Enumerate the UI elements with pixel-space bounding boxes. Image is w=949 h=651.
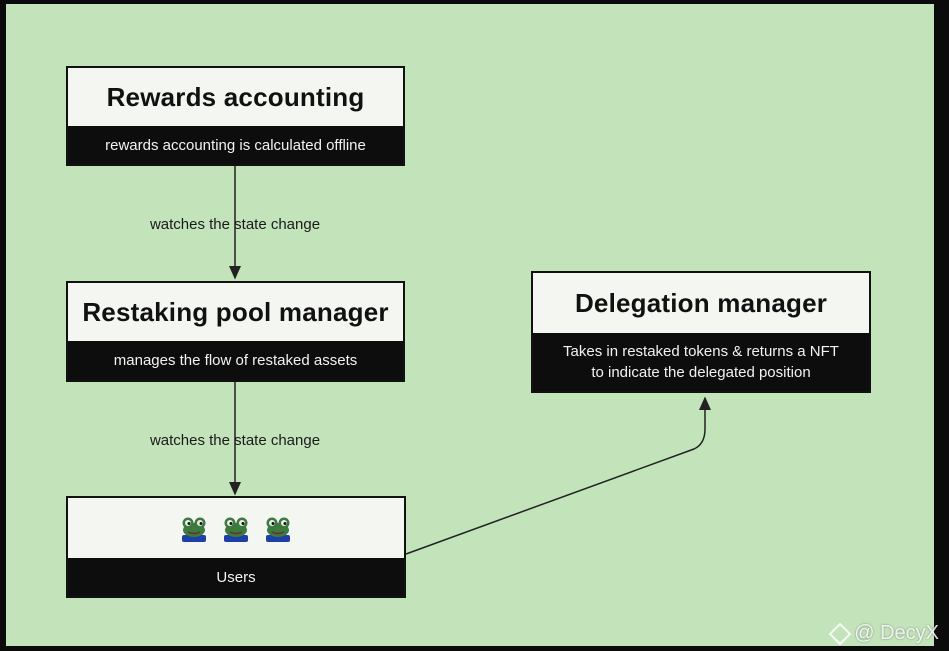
frog-icon: [224, 517, 248, 542]
delegation-manager-node: Delegation manager Takes in restaked tok…: [531, 271, 871, 393]
edge-label-rewards-restaking: watches the state change: [149, 216, 321, 233]
rewards-accounting-subtitle: rewards accounting is calculated offline: [68, 126, 403, 164]
frog-icon: [182, 517, 206, 542]
frog-icon: [266, 517, 290, 542]
restaking-pool-manager-subtitle: manages the flow of restaked assets: [68, 341, 403, 380]
users-node: Users: [66, 496, 406, 598]
delegation-manager-title: Delegation manager: [574, 287, 828, 318]
delegation-manager-subtitle-line-1: Takes in restaked tokens & returns a NFT: [563, 343, 839, 360]
watermark-text: @ DecyX: [854, 622, 939, 644]
rewards-accounting-node: Rewards accounting rewards accounting is…: [66, 66, 405, 166]
binance-logo-icon: [828, 622, 852, 645]
delegation-manager-subtitle-line-2: to indicate the delegated position: [591, 364, 811, 381]
edge-label-restaking-users: watches the state change: [149, 432, 321, 449]
restaking-pool-manager-title: Restaking pool manager: [82, 296, 389, 327]
delegation-manager-subtitle: Takes in restaked tokens & returns a NFT…: [533, 333, 869, 391]
edge-users-to-delegation: [405, 396, 711, 555]
restaking-pool-manager-node: Restaking pool manager manages the flow …: [66, 281, 405, 382]
diagram-canvas: watches the state change watches the sta…: [6, 4, 934, 646]
users-label: Users: [68, 558, 404, 596]
watermark: @ DecyX: [828, 622, 939, 645]
rewards-accounting-title: Rewards accounting: [106, 81, 365, 112]
connector-layer: [229, 166, 711, 555]
users-avatars: [68, 498, 404, 558]
